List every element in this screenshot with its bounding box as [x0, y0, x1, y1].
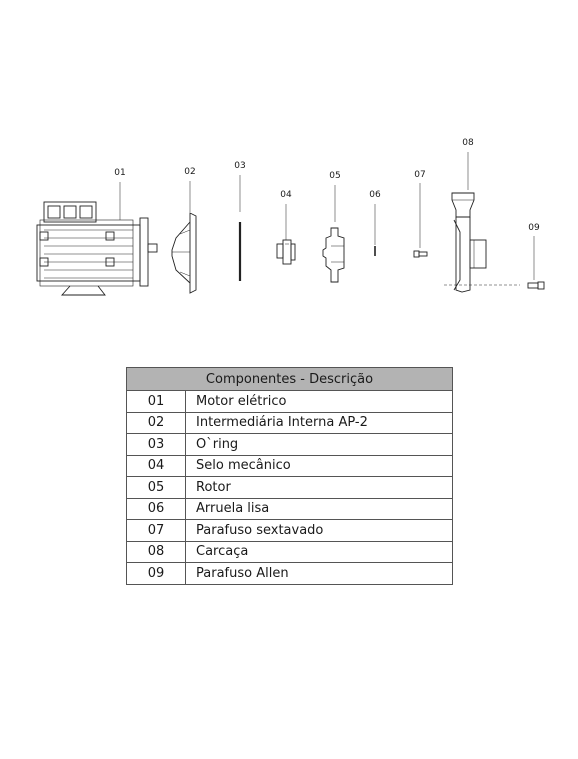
callout-label: 01 [114, 168, 126, 178]
table-header: Componentes - Descrição [126, 367, 453, 391]
callout-label: 09 [528, 223, 540, 233]
table-row: 06 Arruela lisa [126, 497, 453, 520]
callout-leaders [119, 152, 535, 280]
components-table: Componentes - Descrição 01 Motor elétric… [126, 367, 453, 585]
component-description: Parafuso Allen [185, 562, 453, 585]
mechanical-seal-drawing [276, 239, 296, 265]
table-row: 05 Rotor [126, 476, 453, 499]
table-row: 03 O`ring [126, 433, 453, 456]
component-description: Parafuso sextavado [185, 519, 453, 542]
callout-label: 06 [369, 190, 381, 200]
component-code: 06 [126, 497, 186, 520]
component-code: 01 [126, 390, 186, 413]
component-code: 08 [126, 540, 186, 563]
component-code: 03 [126, 433, 186, 456]
exploded-view-diagram [36, 152, 545, 296]
callout-label: 02 [184, 167, 196, 177]
table-row: 02 Intermediária Interna AP-2 [126, 411, 453, 434]
callout-label: 03 [234, 161, 246, 171]
table-row: 01 Motor elétrico [126, 390, 453, 413]
component-description: Selo mecânico [185, 454, 453, 477]
motor-electric-drawing [36, 201, 158, 296]
component-description: Motor elétrico [185, 390, 453, 413]
pump-casing-drawing [444, 192, 520, 293]
component-description: Intermediária Interna AP-2 [185, 411, 453, 434]
component-code: 05 [126, 476, 186, 499]
callout-label: 08 [462, 138, 474, 148]
callout-label: 07 [414, 170, 426, 180]
component-code: 02 [126, 411, 186, 434]
allen-screw-drawing [527, 281, 545, 290]
rotor-drawing [322, 227, 345, 283]
intermediate-plate-drawing [171, 212, 197, 294]
table-header-row: Componentes - Descrição [126, 367, 453, 391]
table-row: 07 Parafuso sextavado [126, 519, 453, 542]
component-description: Rotor [185, 476, 453, 499]
callout-label: 04 [280, 190, 292, 200]
table-row: 04 Selo mecânico [126, 454, 453, 477]
hex-bolt-drawing [413, 250, 428, 258]
callout-label: 05 [329, 171, 341, 181]
component-code: 09 [126, 562, 186, 585]
component-code: 04 [126, 454, 186, 477]
table-row: 09 Parafuso Allen [126, 562, 453, 585]
component-code: 07 [126, 519, 186, 542]
component-description: O`ring [185, 433, 453, 456]
table-row: 08 Carcaça [126, 540, 453, 563]
component-description: Arruela lisa [185, 497, 453, 520]
component-description: Carcaça [185, 540, 453, 563]
